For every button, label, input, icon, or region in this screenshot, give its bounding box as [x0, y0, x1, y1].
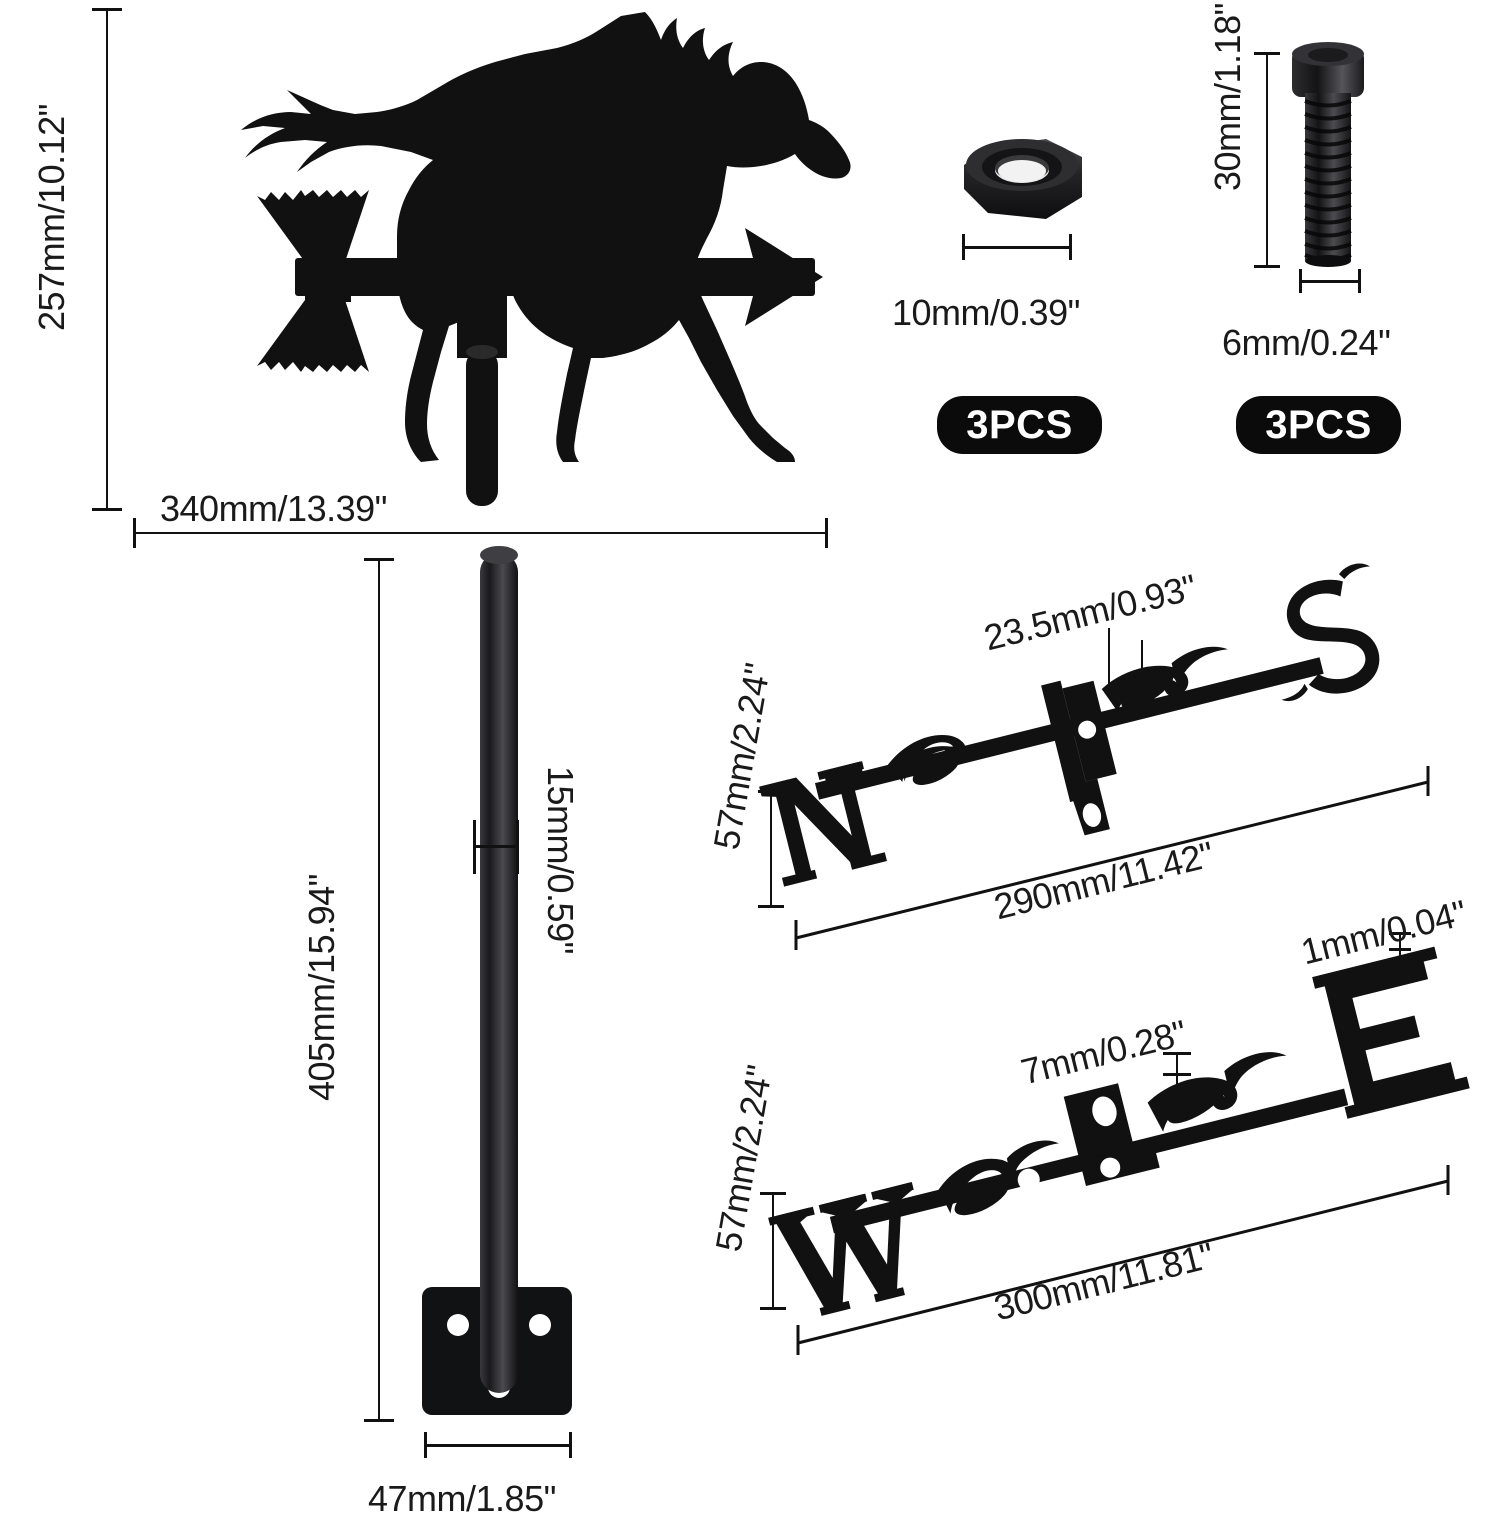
base-hole-top-left — [447, 1314, 469, 1336]
we-bracket-leader-mid — [1163, 1073, 1191, 1076]
screw-quantity-badge: 3PCS — [1236, 396, 1401, 454]
cap-screw-threads — [1304, 99, 1352, 262]
horse-silhouette — [241, 12, 851, 462]
vane-height-tick-top — [92, 8, 122, 11]
we-bracket-leader-top — [1163, 1052, 1191, 1055]
screw-length-dimline — [1266, 52, 1268, 268]
we-mounting-bracket — [1063, 1083, 1160, 1187]
we-letter-west — [768, 1182, 914, 1316]
hex-nut-bore-inner — [998, 160, 1046, 182]
ns-height-dimline — [770, 790, 772, 908]
pole-length-tick-bottom — [364, 1419, 394, 1422]
vane-height-label: 257mm/10.12" — [31, 104, 72, 331]
we-thickness-leader-mid — [1389, 948, 1411, 951]
vane-height-tick-bottom — [92, 508, 122, 511]
we-height-tick-bottom — [760, 1307, 786, 1310]
we-thickness-leader-top — [1389, 932, 1411, 935]
vane-width-tick-left — [133, 518, 136, 548]
nut-width-label: 10mm/0.39" — [892, 292, 1080, 333]
we-scroll-ornament-right — [1147, 1052, 1287, 1132]
pole-diameter-tick-right — [516, 820, 519, 874]
nut-width-tick-right — [1069, 234, 1072, 260]
screw-length-label: 30mm/1.18" — [1207, 3, 1248, 191]
nut-width-tick-left — [962, 234, 965, 260]
arrow-head — [735, 228, 823, 326]
ns-height-tick-bottom — [758, 905, 784, 908]
pole-length-dimline — [378, 558, 380, 1422]
arrow-mid-web — [305, 258, 351, 302]
pole-length-tick-top — [364, 558, 394, 561]
ns-bracket-leader-right — [1141, 640, 1143, 702]
mounting-pole-illustration — [422, 546, 572, 1415]
cap-screw-tip — [1305, 255, 1351, 267]
pole-diameter-dimline — [473, 845, 519, 848]
we-thickness-leader-vert — [1399, 932, 1401, 970]
base-width-tick-right — [569, 1432, 572, 1458]
weathervane-illustration — [241, 12, 851, 506]
ns-height-tick-top — [758, 790, 784, 793]
vane-width-dimline — [133, 532, 828, 534]
screw-diameter-tick-left — [1299, 269, 1302, 293]
screw-diameter-dimline — [1299, 280, 1361, 283]
ns-letter-south — [1281, 563, 1380, 702]
we-letter-east — [1312, 946, 1470, 1119]
base-hole-top-right — [529, 1314, 551, 1336]
ns-mounting-bracket — [1041, 680, 1117, 836]
pole-length-label: 405mm/15.94" — [301, 874, 342, 1101]
base-width-label: 47mm/1.85" — [368, 1478, 556, 1519]
nut-quantity-badge: 3PCS — [937, 396, 1102, 454]
arrow-fletching — [257, 190, 369, 262]
base-width-dimline — [424, 1444, 572, 1447]
pole-shaft — [480, 553, 518, 1393]
pole-diameter-tick-left — [473, 820, 476, 874]
screw-diameter-label: 6mm/0.24" — [1222, 322, 1391, 363]
ns-length-dimline-group — [794, 766, 1430, 950]
we-length-dimline-group — [796, 1165, 1450, 1355]
vane-height-dimline — [106, 8, 108, 510]
arrow-fletching-lower — [257, 300, 369, 372]
we-height-dimline — [772, 1192, 774, 1310]
vane-width-label: 340mm/13.39" — [160, 488, 387, 529]
vane-width-tick-right — [825, 518, 828, 548]
base-width-tick-left — [424, 1432, 427, 1458]
vane-socket-tube-top — [466, 345, 498, 359]
nut-width-dimline — [962, 246, 1072, 249]
we-scroll-ornament-left — [938, 1140, 1059, 1216]
ns-arm-illustration — [759, 563, 1380, 887]
ns-scroll-ornament-left — [887, 734, 967, 785]
arrow-shaft — [295, 258, 815, 296]
we-arm-illustration — [768, 946, 1470, 1316]
ns-scroll-ornament-right — [1101, 646, 1228, 712]
screw-length-tick-bottom — [1254, 265, 1280, 268]
ns-bracket-leader-left — [1108, 628, 1110, 690]
cap-screw-socket — [1308, 48, 1348, 62]
hex-nut-illustration — [964, 139, 1082, 219]
pole-diameter-label: 15mm/0.59" — [540, 766, 581, 954]
we-height-label: 57mm/2.24" — [707, 1062, 781, 1255]
ns-letter-north — [759, 761, 887, 887]
screw-diameter-tick-right — [1358, 269, 1361, 293]
cap-screw-illustration — [1292, 42, 1364, 267]
screw-length-tick-top — [1254, 52, 1280, 55]
pole-top-cap — [480, 546, 518, 564]
we-height-tick-top — [760, 1192, 786, 1195]
vane-socket-tube — [466, 350, 498, 506]
